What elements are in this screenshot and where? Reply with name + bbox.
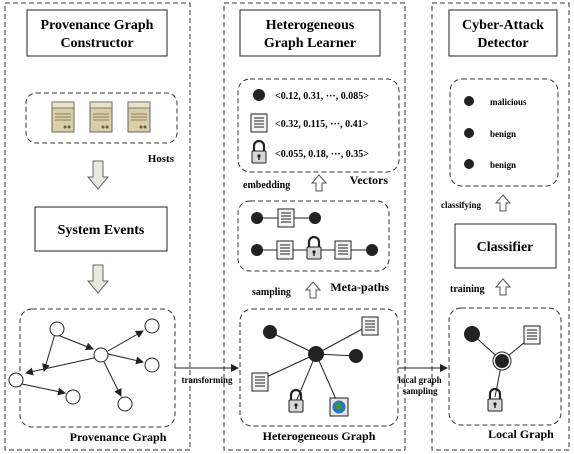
up-arrow-icon — [305, 281, 321, 299]
up-arrow-icon — [495, 194, 511, 212]
result-1: malicious — [490, 97, 527, 107]
meta-path-1 — [251, 208, 321, 228]
classifier-box — [454, 223, 557, 269]
result-2: benign — [490, 129, 516, 139]
transforming-connector: transforming — [175, 364, 239, 385]
system-events-label: System Events — [58, 223, 145, 238]
vectors-box — [237, 78, 400, 173]
local-graph-sampling-connector: local graph sampling — [398, 364, 448, 396]
local-graph — [464, 325, 541, 413]
vector-1: <0.12, 0.31, ···, 0.085> — [275, 91, 369, 102]
heterogeneous-graph-label: Heterogeneous Graph — [263, 429, 376, 443]
server-icon — [51, 101, 75, 133]
sampling-label: sampling — [252, 287, 291, 298]
transforming-label: transforming — [182, 375, 233, 385]
system-events-box — [34, 206, 168, 252]
meta-paths-box — [237, 200, 390, 272]
local-graph-box — [448, 307, 562, 426]
result-node-icon — [464, 159, 474, 169]
detection-results-box — [449, 78, 559, 187]
detector-title-line2: Detector — [477, 36, 528, 51]
meta-paths-label: Meta-paths — [330, 280, 389, 294]
local-graph-sampling-label-line1: local graph — [398, 375, 441, 385]
embedding-label: embedding — [243, 180, 290, 191]
learner-title-line2: Graph Learner — [264, 36, 356, 51]
up-arrow-icon — [495, 278, 511, 296]
heterogeneous-graph — [251, 316, 379, 417]
vector-2: <0.32, 0.115, ···, 0.41> — [275, 119, 369, 130]
constructor-title-line1: Provenance Graph — [41, 18, 154, 33]
result-node-icon — [464, 96, 474, 106]
learner-title-line1: Heterogeneous — [266, 18, 355, 33]
process-node-icon — [253, 89, 265, 101]
server-icon — [89, 101, 113, 133]
constructor-title-box — [26, 9, 168, 57]
up-arrow-icon — [311, 174, 327, 192]
training-label: training — [450, 284, 484, 295]
detector-title-line1: Cyber-Attack — [462, 18, 544, 33]
provenance-graph — [8, 318, 160, 412]
detector-title-box — [448, 9, 558, 57]
learner-title-box — [239, 9, 381, 57]
detector-panel: Cyber-Attack Detector malicious benign b… — [431, 2, 570, 451]
down-arrow-icon — [87, 160, 109, 190]
vectors-label: Vectors — [350, 173, 389, 187]
provenance-graph-label: Provenance Graph — [70, 430, 167, 444]
hosts-box — [25, 92, 178, 144]
vector-3: <0.055, 0.18, ···, 0.35> — [275, 149, 369, 160]
down-arrow-icon — [87, 264, 109, 294]
constructor-title-line2: Constructor — [60, 36, 133, 51]
meta-path-2 — [251, 235, 378, 261]
globe-icon — [329, 397, 349, 417]
lock-icon — [250, 139, 268, 165]
heterogeneous-graph-box — [239, 308, 399, 427]
classifier-label: Classifier — [477, 240, 534, 255]
file-icon — [250, 113, 268, 133]
classifying-label: classifying — [441, 200, 482, 210]
local-graph-label: Local Graph — [488, 427, 554, 441]
server-icon — [127, 101, 151, 133]
result-3: benign — [490, 160, 516, 170]
local-graph-sampling-label-line2: sampling — [402, 386, 438, 396]
result-node-icon — [464, 128, 474, 138]
learner-panel: Heterogeneous Graph Learner <0.12, 0.31,… — [223, 2, 406, 451]
hosts-label: Hosts — [148, 153, 175, 165]
constructor-panel: Provenance Graph Constructor Hosts Syste… — [4, 2, 191, 451]
